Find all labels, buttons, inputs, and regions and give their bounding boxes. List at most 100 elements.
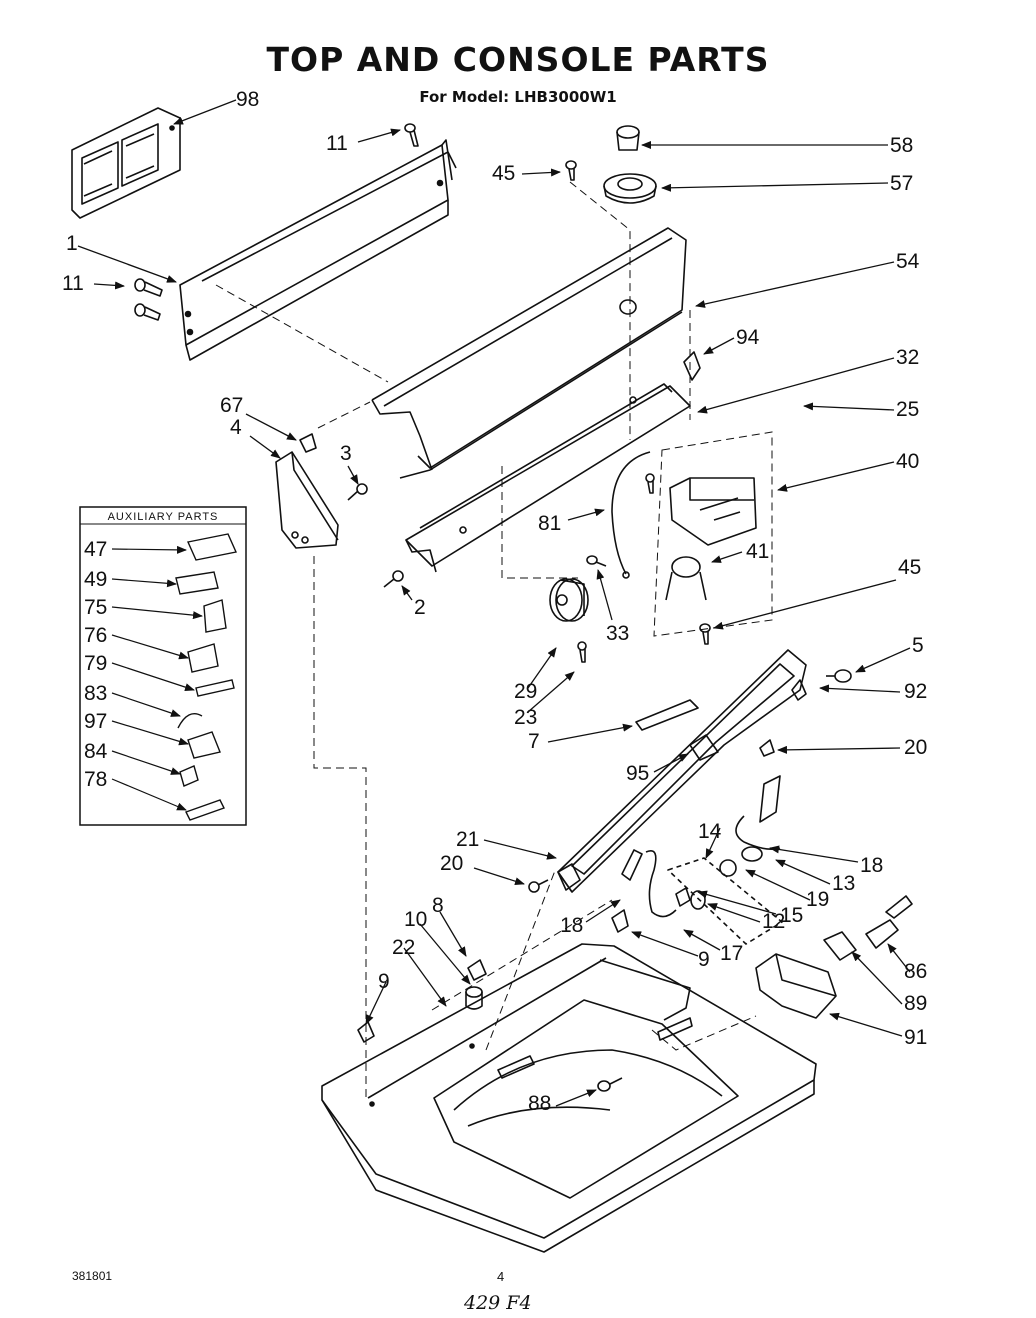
callout-number: 32 xyxy=(896,346,919,369)
aux-part-49-icon xyxy=(175,571,219,595)
callout-number: 25 xyxy=(896,398,919,421)
leader-line xyxy=(403,947,447,1007)
screw-45-right xyxy=(699,623,711,645)
diagram-title: TOP AND CONSOLE PARTS xyxy=(266,40,770,79)
leader-line xyxy=(585,899,621,923)
callout-number: 14 xyxy=(698,820,722,843)
callout-number: 40 xyxy=(896,450,919,473)
screw-11-left-b xyxy=(134,303,161,321)
aux-part-number: 84 xyxy=(84,740,108,763)
leader-line xyxy=(711,551,743,563)
callout-number: 95 xyxy=(626,762,649,785)
aux-part-number: 47 xyxy=(84,538,107,561)
callout-number: 1 xyxy=(66,232,78,255)
aux-part-83-icon xyxy=(177,713,203,729)
callout-labels: 9811455857111549432674325408141453322923… xyxy=(62,88,927,1115)
aux-leader-line xyxy=(111,750,181,775)
screw-11-left-a xyxy=(134,278,163,297)
aux-leader-line xyxy=(111,692,181,717)
aux-part-78-icon xyxy=(185,799,225,821)
callout-number: 11 xyxy=(326,132,348,155)
part-67-clip xyxy=(299,433,317,453)
callout-number: 41 xyxy=(746,540,769,563)
callout-number: 89 xyxy=(904,992,927,1015)
callout-number: 91 xyxy=(904,1026,927,1049)
callout-number: 20 xyxy=(440,852,463,875)
callout-number: 94 xyxy=(736,326,760,349)
leader-line xyxy=(547,723,633,743)
leader-line xyxy=(653,753,689,773)
aux-leader-line xyxy=(111,545,187,554)
callout-number: 18 xyxy=(860,854,883,877)
leader-line xyxy=(631,931,699,957)
screw-20-left xyxy=(528,879,549,893)
part-10-spacer xyxy=(465,986,483,1010)
callout-number: 23 xyxy=(514,706,537,729)
leader-line xyxy=(713,579,897,630)
part-7-label-plate xyxy=(635,699,699,731)
callout-number: 45 xyxy=(492,162,515,185)
leader-line xyxy=(596,569,613,621)
part-4-end-cap xyxy=(275,451,339,549)
leader-line xyxy=(777,745,901,754)
callout-number: 81 xyxy=(538,512,561,535)
part-7-lid xyxy=(557,649,807,893)
handwritten-annotation: 429 F4 xyxy=(464,1292,532,1314)
aux-part-79-icon xyxy=(195,679,235,697)
assembly-lines xyxy=(215,181,773,1098)
leader-line xyxy=(683,929,721,951)
screw-2 xyxy=(383,570,404,588)
part-57-dial-skirt xyxy=(603,173,657,204)
callout-number: 8 xyxy=(432,894,444,917)
auxiliary-parts-title: AUXILIARY PARTS xyxy=(108,511,219,523)
aux-part-number: 83 xyxy=(84,682,107,705)
callout-number: 88 xyxy=(528,1092,551,1115)
part-21-hinge-left xyxy=(557,863,581,891)
screw-23 xyxy=(577,641,587,663)
leader-line xyxy=(745,869,811,901)
callout-number: 17 xyxy=(720,942,743,965)
callout-number: 57 xyxy=(890,172,913,195)
part-5-bumper xyxy=(826,669,852,683)
leader-line xyxy=(173,99,237,125)
part-29-timer xyxy=(549,578,589,622)
callout-number: 19 xyxy=(806,888,829,911)
aux-leader-line xyxy=(111,634,189,660)
callout-number: 54 xyxy=(896,250,920,273)
part-54-console-channel xyxy=(371,227,687,479)
leader-line xyxy=(851,951,903,1005)
callout-number: 22 xyxy=(392,936,415,959)
aux-part-number: 97 xyxy=(84,710,107,733)
leader-line xyxy=(347,465,359,485)
part-18-lid-switch-left xyxy=(621,849,677,918)
callout-number: 10 xyxy=(404,908,427,931)
leader-line xyxy=(527,671,575,713)
part-81-wire-harness xyxy=(611,451,651,579)
part-41-light-socket xyxy=(665,556,707,601)
callout-number: 58 xyxy=(890,134,913,157)
part-98-bracket xyxy=(71,107,181,219)
part-14-group xyxy=(667,857,783,945)
leader-line xyxy=(419,923,471,985)
aux-leader-line xyxy=(111,606,203,620)
callout-number: 4 xyxy=(230,416,242,439)
part-91-bracket xyxy=(755,953,837,1019)
part-9-clip-left xyxy=(357,1021,375,1043)
callout-number: 67 xyxy=(220,394,243,417)
part-1-console-panel xyxy=(179,139,457,361)
part-40-bracket xyxy=(669,477,757,546)
aux-part-84-icon xyxy=(179,765,199,787)
aux-part-number: 75 xyxy=(84,596,107,619)
part-58-knob xyxy=(616,125,640,151)
part-13-lamp xyxy=(741,846,763,862)
leader-line xyxy=(521,168,561,177)
callout-number: 12 xyxy=(762,910,785,933)
leader-line xyxy=(855,647,911,673)
callout-number: 86 xyxy=(904,960,927,983)
part-19-lens xyxy=(719,859,737,877)
callout-number: 5 xyxy=(912,634,924,657)
callout-number: 98 xyxy=(236,88,259,111)
aux-part-76-icon xyxy=(187,643,219,673)
document-number: 381801 xyxy=(72,1269,113,1283)
